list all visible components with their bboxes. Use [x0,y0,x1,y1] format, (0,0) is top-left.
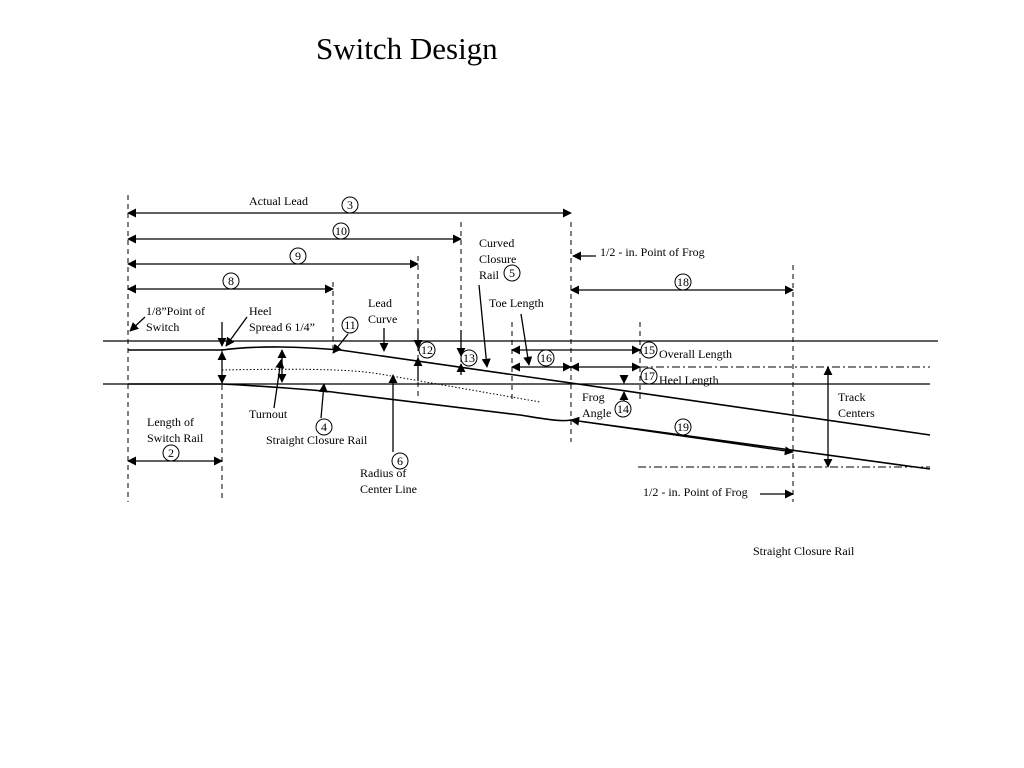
pointer-arrows [129,251,833,499]
number-3-badge: 3 [341,196,359,214]
turnout-label: Turnout [249,407,288,421]
curved-closure-label-line1: Curved [479,236,514,250]
number-9: 9 [295,249,301,263]
length-switch-rail-label-line2: Switch Rail [147,431,204,445]
point-of-switch-label-line2: Switch [146,320,179,334]
point-of-switch-label-line1: 1/8”Point of [146,304,205,318]
number-13: 13 [463,351,475,365]
heel-spread-pointer [225,316,248,347]
number-10-badge: 10 [332,222,350,240]
number-18: 18 [677,275,689,289]
curved-closure-label-line2: Closure [479,252,516,266]
number-5: 5 [509,266,515,280]
number-4-badge: 4 [315,418,333,436]
point-of-switch-pointer [129,316,146,332]
labels: Actual Lead Curved Closure Rail 1/2 - in… [146,194,875,558]
turnout-outer-rail [128,383,931,470]
number-16: 16 [540,351,552,365]
toe-length-pointer [520,313,533,366]
number-2-badge: 2 [162,444,180,462]
length-switch-rail-label-line1: Length of [147,415,194,429]
number-17-badge: 17 [640,367,658,385]
number-8-badge: 8 [222,272,240,290]
point-of-frog-bottom-label: 1/2 - in. Point of Frog [643,485,748,499]
curved-closure-label-line3: Rail [479,268,500,282]
number-15: 15 [643,343,655,357]
number-4: 4 [321,420,327,434]
reference-lines [127,195,794,502]
curved-closure-rail-pointer [478,284,491,368]
number-14: 14 [617,402,629,416]
number-9-badge: 9 [289,247,307,265]
overall-length-label: Overall Length [659,347,732,361]
turnout-pointer [273,359,285,409]
heel-spread-label-line1: Heel [249,304,272,318]
number-18-badge: 18 [674,273,692,291]
straight-closure-rail-bottom-label: Straight Closure Rail [753,544,855,558]
heel-spread-label-line2: Spread 6 1/4” [249,320,315,334]
toe-length-label: Toe Length [489,296,544,310]
track-lines [103,340,938,470]
number-8: 8 [228,274,234,288]
curved-turnout-rail [128,346,931,436]
straight-closure-rail-label: Straight Closure Rail [266,433,368,447]
number-12-badge: 12 [418,341,436,359]
number-13-badge: 13 [460,349,478,367]
number-5-badge: 5 [503,264,521,282]
lead-curve-label-line2: Curve [368,312,397,326]
frog-angle-label-line1: Frog [582,390,605,404]
radius-center-label-line1: Radius of [360,466,406,480]
number-15-badge: 15 [640,341,658,359]
number-6: 6 [397,454,403,468]
number-16-badge: 16 [537,349,555,367]
number-2: 2 [168,446,174,460]
straight-closure-rail-pointer [318,383,328,419]
number-3: 3 [347,198,353,212]
radius-center-label-line2: Center Line [360,482,417,496]
radius-center-line [221,368,541,403]
number-11-badge: 11 [341,316,359,334]
number-6-badge: 6 [391,452,409,470]
lead-curve-start-pointer [332,333,349,354]
number-12: 12 [421,343,433,357]
number-11: 11 [344,318,356,332]
number-14-badge: 14 [614,400,632,418]
number-19-badge: 19 [674,418,692,436]
heel-length-label: Heel Length [659,373,719,387]
lead-curve-label-line1: Lead [368,296,392,310]
number-10: 10 [335,224,347,238]
number-19: 19 [677,420,689,434]
number-17: 17 [643,369,655,383]
circled-numbers: 3 10 9 8 5 18 11 12 13 16 15 17 14 19 4 … [162,196,692,470]
page-title: Switch Design [316,31,498,66]
point-of-frog-top-label: 1/2 - in. Point of Frog [600,245,705,259]
frog-angle-label-line2: Angle [582,406,611,420]
track-centers-label-line1: Track [838,390,866,404]
actual-lead-label: Actual Lead [249,194,308,208]
track-centers-label-line2: Centers [838,406,875,420]
